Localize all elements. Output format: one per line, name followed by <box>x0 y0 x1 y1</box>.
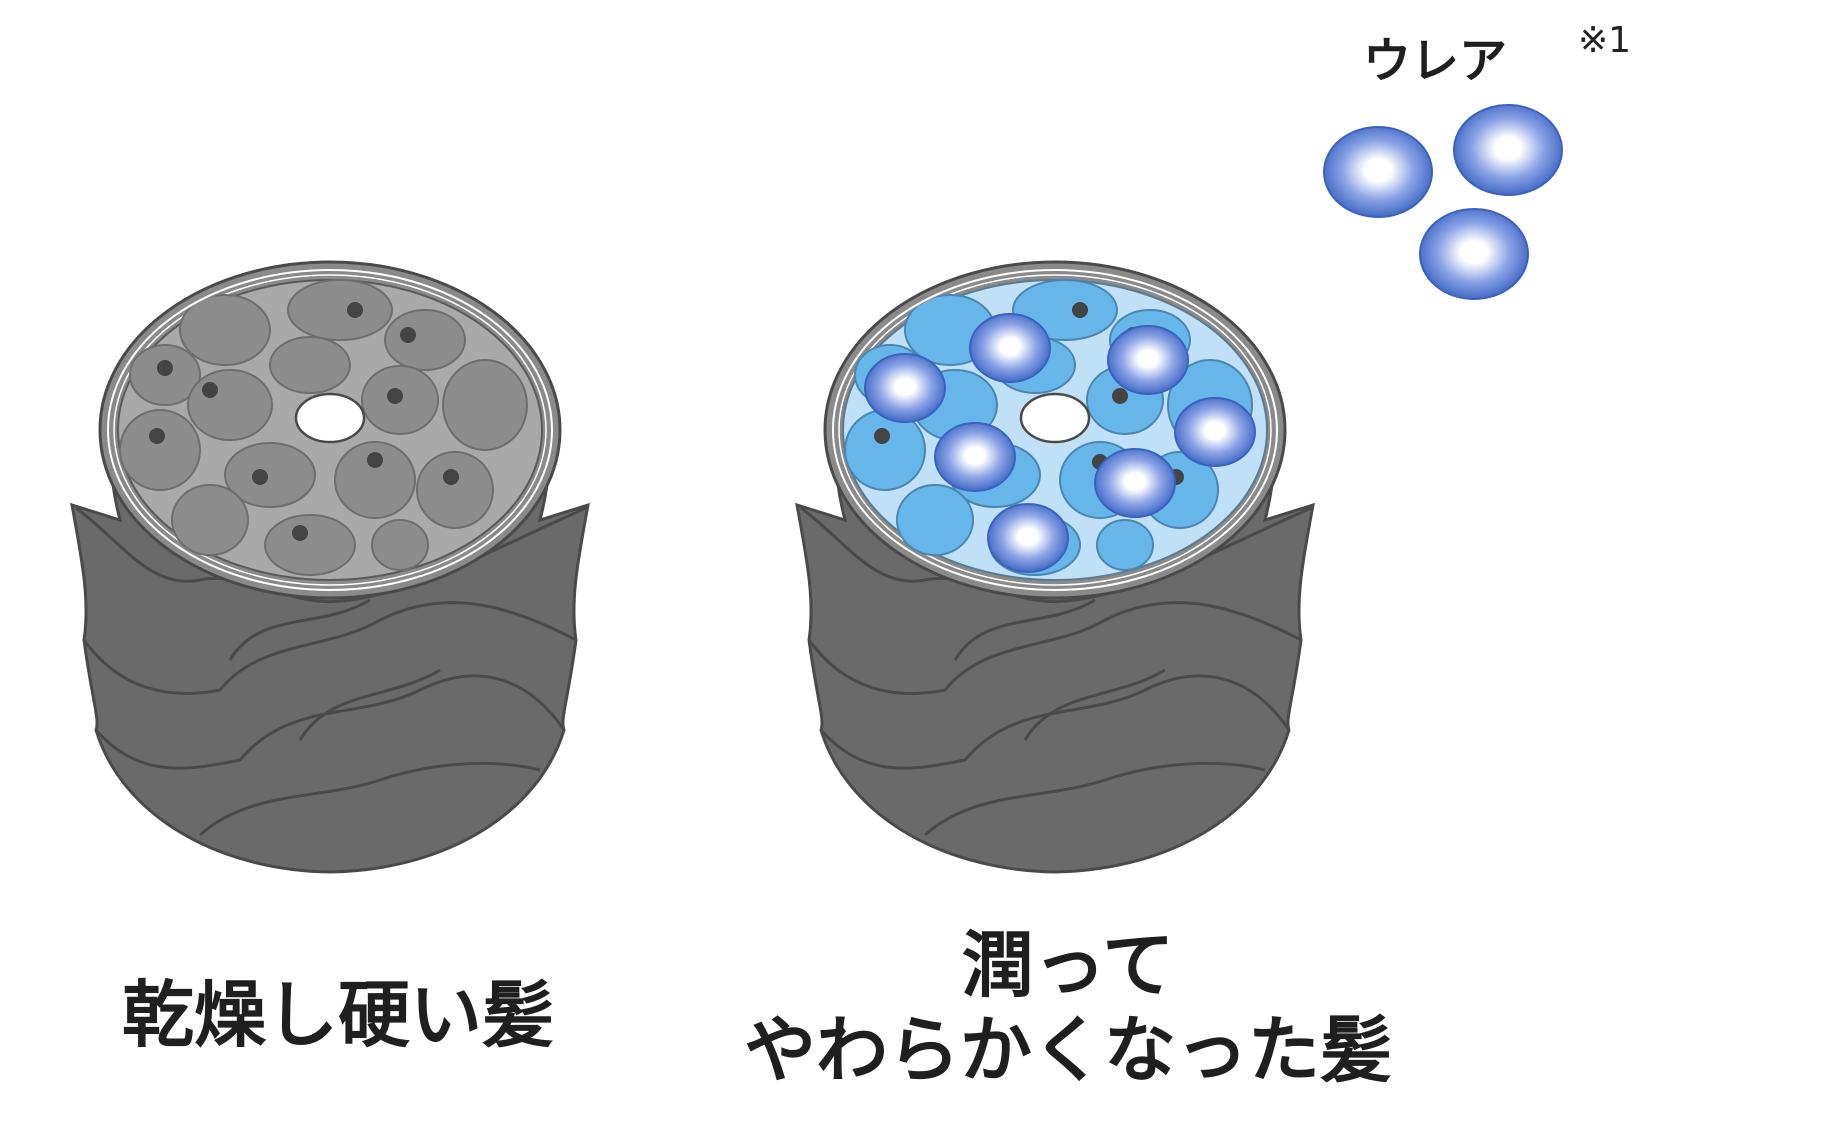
urea-legend-molecule <box>1419 208 1529 300</box>
dry-cell <box>179 294 271 366</box>
dry-cell <box>416 451 494 529</box>
dry-cell <box>384 309 466 371</box>
moist-cell <box>896 484 974 556</box>
moist-hair-caption-line1: 潤って <box>962 923 1174 1007</box>
urea-molecule <box>1094 448 1176 518</box>
dry-cell <box>287 279 393 341</box>
urea-molecule <box>987 503 1069 573</box>
dry-cell <box>442 359 528 451</box>
dry-cell <box>269 336 351 394</box>
urea-legend-molecule <box>1323 126 1433 218</box>
urea-footnote-mark: ※1 <box>1578 20 1631 61</box>
moist-hair-illustration <box>795 260 1315 874</box>
moist-hair-medulla <box>1019 392 1091 444</box>
dry-hair-caption: 乾燥し硬い髪 <box>122 973 554 1057</box>
urea-molecule <box>1174 397 1256 467</box>
urea-legend: ウレア ※1 <box>1323 20 1631 300</box>
urea-legend-molecule <box>1453 104 1563 196</box>
urea-molecule <box>934 422 1016 492</box>
urea-molecule <box>1107 325 1189 395</box>
dry-cell <box>171 484 249 556</box>
dry-hair-illustration <box>70 260 590 874</box>
dry-cell <box>264 514 356 576</box>
urea-molecule <box>969 313 1051 383</box>
dry-cell <box>371 519 429 571</box>
urea-molecule <box>864 353 946 423</box>
moist-cell <box>1096 519 1154 571</box>
dry-hair-medulla <box>294 392 366 444</box>
dry-cell <box>187 369 273 441</box>
dry-cell <box>224 442 316 508</box>
moist-hair-caption-line2: やわらかくなった髪 <box>744 1008 1392 1092</box>
dry-cell <box>334 441 416 519</box>
dry-cell <box>119 409 201 491</box>
urea-legend-label: ウレア <box>1363 33 1507 89</box>
